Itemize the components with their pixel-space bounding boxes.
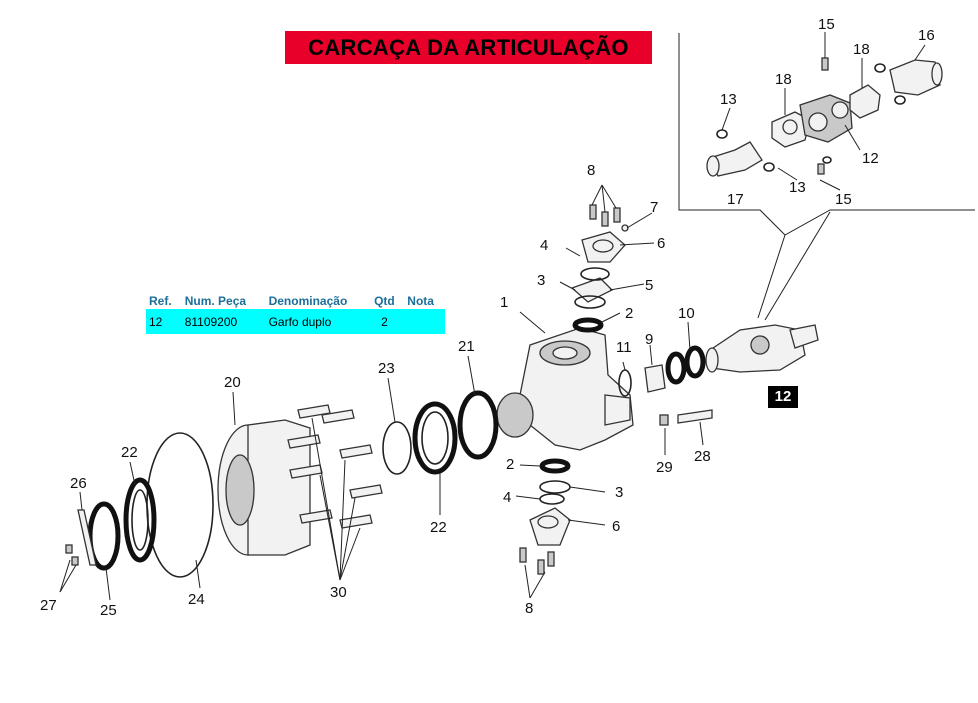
callout-3b: 3 (615, 484, 623, 501)
callout-27: 27 (40, 597, 57, 614)
parts-table: Ref. Num. Peça Denominação Qtd Nota 12 8… (146, 293, 445, 334)
cell-part-number: 81109200 (184, 314, 238, 329)
inset-ring-13c (874, 63, 886, 73)
part-22-seal-right[interactable] (412, 401, 458, 475)
callout-11: 11 (616, 339, 632, 356)
callout-2b: 2 (506, 456, 514, 473)
part-2-bearing-lower[interactable] (539, 458, 571, 474)
callout-15a: 15 (818, 16, 835, 33)
part-4-ring-lower[interactable] (539, 493, 565, 505)
inset-grease-nipple-15a (821, 57, 829, 71)
callout-10: 10 (678, 305, 695, 322)
inset-ring-13b (763, 162, 775, 172)
callout-3a: 3 (537, 272, 545, 289)
inset-ring-13a (716, 129, 728, 139)
callout-17: 17 (727, 191, 744, 208)
callout-5: 5 (645, 277, 653, 294)
inset-part-18-cross[interactable] (771, 111, 811, 148)
part-1-knuckle-housing[interactable] (496, 327, 634, 451)
inset-part-18b-cross[interactable] (849, 84, 881, 119)
callout-4b: 4 (503, 489, 511, 506)
part-30-wheel-bolts[interactable] (287, 404, 383, 529)
col-part-number-header: Num. Peça (181, 293, 266, 309)
callout-22b: 22 (430, 519, 447, 536)
part-24-o-ring[interactable] (146, 432, 214, 578)
inset-grease-nipple-15b (817, 163, 825, 175)
callout-2a: 2 (625, 305, 633, 322)
callout-8a: 8 (587, 162, 595, 179)
callout-15b: 15 (835, 191, 852, 208)
inset-part-16-yoke[interactable] (889, 59, 943, 96)
part-12-double-yoke[interactable] (705, 324, 819, 373)
inset-frame (678, 33, 975, 236)
part-23-ring[interactable] (382, 421, 412, 475)
part-8-bolts-upper[interactable] (589, 204, 629, 232)
callout-7: 7 (650, 199, 658, 216)
part-27-screws[interactable] (65, 544, 79, 566)
part-9-bushing[interactable] (644, 364, 666, 393)
part-21-seal[interactable] (457, 390, 499, 460)
cell-note (404, 309, 445, 334)
callout-6a: 6 (657, 235, 665, 252)
callout-13b: 13 (789, 179, 806, 196)
cell-qty: 2 (381, 314, 388, 329)
callout-4a: 4 (540, 237, 548, 254)
callout-9: 9 (645, 331, 653, 348)
col-ref-header: Ref. (146, 293, 182, 309)
callout-21: 21 (458, 338, 475, 355)
callout-13a: 13 (720, 91, 737, 108)
inset-pointer-right (764, 211, 831, 321)
inset-part-12-double-yoke[interactable] (799, 94, 853, 143)
part-6-lower-cap[interactable] (529, 507, 571, 546)
part-20-hub[interactable] (217, 419, 311, 556)
highlight-badge-12: 12 (768, 386, 798, 408)
part-6-upper-cap[interactable] (581, 231, 626, 263)
callout-18a: 18 (775, 71, 792, 88)
inset-ring-13e (894, 95, 906, 105)
part-3-ring-upper[interactable] (574, 295, 606, 309)
diagram-title: CARCAÇA DA ARTICULAÇÃO (285, 31, 652, 64)
part-2-bearing-upper[interactable] (572, 317, 604, 333)
inset-part-17-yoke[interactable] (706, 141, 763, 177)
callout-30: 30 (330, 584, 347, 601)
part-22-seal-left[interactable] (123, 477, 157, 563)
table-row[interactable]: 12 81109200 Garfo duplo 2 (146, 309, 445, 334)
col-note-header: Nota (404, 293, 445, 309)
callout-29: 29 (656, 459, 673, 476)
callout-25: 25 (100, 602, 117, 619)
callout-1: 1 (500, 294, 508, 311)
callout-24: 24 (188, 591, 205, 608)
callout-28: 28 (694, 448, 711, 465)
callout-12: 12 (862, 150, 879, 167)
part-10-seal-b[interactable] (684, 345, 706, 379)
inset-ring-13d (822, 156, 832, 164)
col-qty-header: Qtd (371, 293, 405, 309)
callout-6b: 6 (612, 518, 620, 535)
part-10-seal-a[interactable] (665, 351, 687, 385)
col-description-header: Denominação (265, 293, 372, 309)
callout-22a: 22 (121, 444, 138, 461)
callout-23: 23 (378, 360, 395, 377)
cell-ref: 12 (149, 314, 163, 329)
callout-26: 26 (70, 475, 87, 492)
part-4-ring-upper[interactable] (580, 267, 610, 281)
part-29-nut[interactable] (659, 414, 669, 426)
cell-description: Garfo duplo (268, 314, 332, 329)
callout-20: 20 (224, 374, 241, 391)
part-8-bolts-lower[interactable] (519, 547, 555, 575)
inset-pointer-left (757, 234, 786, 319)
callout-16: 16 (918, 27, 935, 44)
part-3-ring-lower[interactable] (539, 480, 571, 494)
table-header-row: Ref. Num. Peça Denominação Qtd Nota (146, 293, 445, 309)
callout-18b: 18 (853, 41, 870, 58)
part-28-pin[interactable] (677, 409, 713, 424)
callout-8b: 8 (525, 600, 533, 617)
